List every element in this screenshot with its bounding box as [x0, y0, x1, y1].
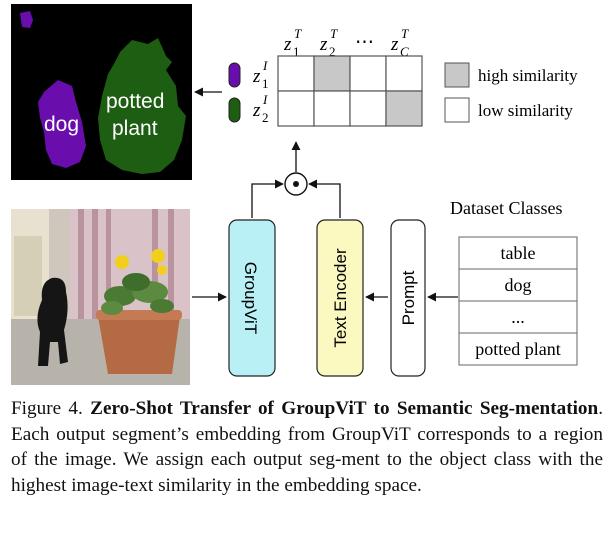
- dataset-class-cell: [458, 332, 578, 366]
- dataset-class-label: table: [501, 243, 536, 263]
- col-header-ellipsis: ⋯: [355, 32, 374, 53]
- arrow-textencoder-to-operator: [308, 179, 341, 218]
- legend-low-swatch: [444, 97, 470, 123]
- dot-product-operator: [284, 172, 308, 196]
- svg-text:z: z: [390, 34, 399, 55]
- prompt-module: Prompt: [390, 219, 426, 377]
- diagram: dog potted plant z 1 I z 2 I z 1 T z 2 T…: [11, 4, 578, 385]
- arrow-groupvit-to-operator: [251, 179, 284, 218]
- dog-segment: [38, 80, 86, 168]
- potted-plant-label-line2: plant: [112, 117, 158, 140]
- svg-text:C: C: [400, 44, 409, 59]
- groupvit-module: GroupViT: [228, 219, 276, 377]
- flower-pot: [98, 316, 180, 374]
- legend-high-label: high similarity: [478, 66, 578, 85]
- dataset-class-cell: [458, 300, 578, 334]
- groupvit-label: GroupViT: [241, 262, 260, 334]
- dog-label: dog: [44, 113, 79, 136]
- svg-text:1: 1: [293, 44, 300, 59]
- matrix-cell: [349, 55, 387, 92]
- svg-text:I: I: [262, 92, 268, 107]
- matrix-cell: [385, 90, 423, 127]
- col-header-c: z C T: [390, 26, 409, 59]
- dataset-class-label: dog: [505, 275, 532, 295]
- legend-low-label: low similarity: [478, 101, 573, 120]
- similarity-matrix: [277, 55, 423, 127]
- potted-plant-label-line1: potted: [106, 90, 164, 113]
- svg-text:T: T: [330, 26, 338, 41]
- matrix-cell: [277, 90, 315, 127]
- svg-text:1: 1: [262, 76, 269, 91]
- dataset-class-cell: [458, 268, 578, 302]
- matrix-cell: [277, 55, 315, 92]
- svg-text:z: z: [252, 100, 261, 121]
- caption-prefix: Figure 4.: [11, 398, 91, 419]
- dataset-class-label: potted plant: [475, 339, 560, 359]
- purple-embedding-token: [228, 62, 241, 88]
- green-embedding-token: [228, 97, 241, 123]
- svg-text:z: z: [252, 66, 261, 87]
- dataset-classes-list: table dog... potted plant: [458, 236, 578, 366]
- dataset-classes-title: Dataset Classes: [450, 198, 562, 218]
- legend-high-swatch: [444, 62, 470, 88]
- poodle: [37, 277, 68, 366]
- matrix-cell: [313, 90, 351, 127]
- col-header-2: z 2 T: [319, 26, 338, 59]
- matrix-cell: [385, 55, 423, 92]
- input-photo: [11, 209, 190, 385]
- row-header-1: z 1 I: [252, 58, 269, 91]
- caption-body: . Each output segment’s embedding from G…: [11, 398, 603, 496]
- matrix-cell: [349, 90, 387, 127]
- figure-caption: Figure 4. Zero-Shot Transfer of GroupViT…: [11, 396, 603, 498]
- svg-text:T: T: [401, 26, 409, 41]
- matrix-cell: [313, 55, 351, 92]
- col-header-1: z 1 T: [283, 26, 302, 59]
- svg-text:2: 2: [262, 110, 269, 125]
- dataset-class-cell: [458, 236, 578, 270]
- svg-text:z: z: [319, 34, 328, 55]
- caption-title: Zero-Shot Transfer of GroupViT to Semant…: [90, 398, 599, 419]
- svg-text:z: z: [283, 34, 292, 55]
- purple-segment-small: [20, 11, 33, 28]
- svg-text:T: T: [294, 26, 302, 41]
- svg-text:I: I: [262, 58, 268, 73]
- segmentation-map: dog potted plant: [11, 4, 192, 180]
- potted-plant-segment: [98, 38, 186, 174]
- text-encoder-label: Text Encoder: [331, 248, 350, 348]
- svg-text:2: 2: [329, 44, 336, 59]
- legend: high similarity low similarity: [444, 62, 578, 123]
- row-header-2: z 2 I: [252, 92, 269, 125]
- dataset-class-label: ...: [511, 307, 525, 327]
- prompt-label: Prompt: [399, 270, 418, 325]
- text-encoder-module: Text Encoder: [316, 219, 364, 377]
